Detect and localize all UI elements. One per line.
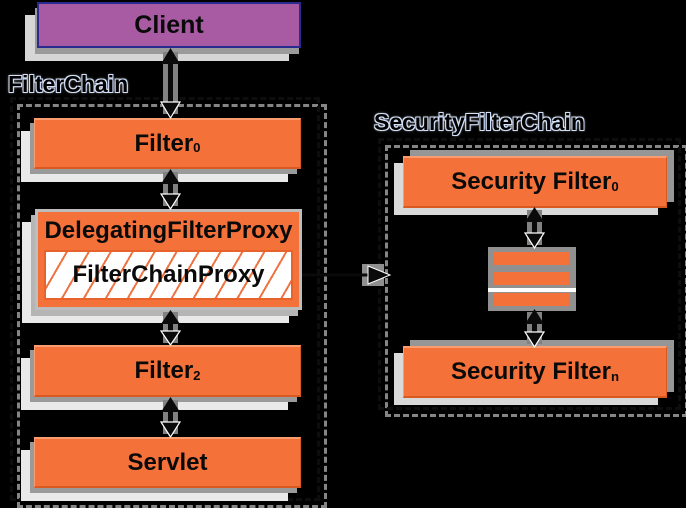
ellipsis-bar — [494, 293, 570, 306]
security-filtern-label: Security Filter — [450, 358, 611, 385]
filter0-label: Filter — [134, 129, 194, 157]
double-arrow-icon — [159, 310, 182, 346]
filterchain-label: FilterChain — [8, 71, 129, 97]
ellipsis-bar — [494, 252, 570, 265]
servlet-box: Servlet — [34, 437, 301, 488]
security-filters-ellipsis — [488, 247, 576, 311]
double-arrow-icon — [159, 169, 182, 210]
right-arrow-icon — [300, 264, 392, 286]
filter-chain-proxy-box: FilterChainProxy — [44, 250, 293, 300]
filter-chain-proxy-label: FilterChainProxy — [72, 261, 265, 288]
client-box: Client — [37, 2, 301, 48]
servlet-label: Servlet — [127, 448, 208, 476]
delegating-filter-proxy-label: DelegatingFilterProxy — [44, 217, 293, 244]
ellipsis-bar — [494, 272, 570, 285]
security-filter0-label: Security Filter — [451, 168, 612, 195]
ellipsis-bar-highlight — [488, 288, 576, 292]
delegating-filter-proxy-box: DelegatingFilterProxy FilterChainProxy — [35, 209, 302, 310]
filter2-label: Filter — [134, 357, 194, 384]
double-arrow-icon — [159, 397, 182, 438]
client-label: Client — [134, 10, 204, 39]
securityfilterchain-label: SecurityFilterChain — [374, 109, 585, 135]
double-arrow-icon — [159, 48, 182, 119]
double-arrow-icon — [523, 309, 546, 348]
double-arrow-icon — [523, 207, 546, 249]
